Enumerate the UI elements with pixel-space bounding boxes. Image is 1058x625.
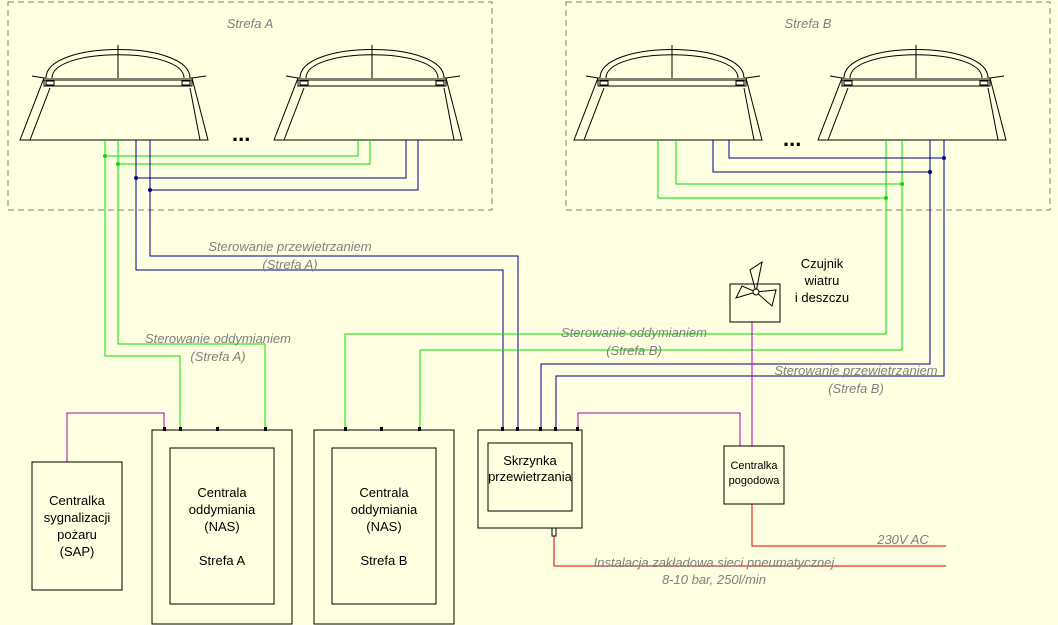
nas-b-line-3: (NAS) xyxy=(366,519,401,534)
weather-line-1: Centralka xyxy=(730,460,778,472)
zone-b-label: Strefa B xyxy=(785,16,832,31)
weather-line-2: pogodowa xyxy=(729,475,781,487)
nas-b-panel: Centrala oddymiania (NAS) Strefa B xyxy=(313,427,455,625)
zone-a-vent-wiring xyxy=(135,140,519,430)
zone-b-border xyxy=(565,1,1051,211)
smoke-hatch-b1 xyxy=(573,44,763,141)
smoke-a-label-1: Sterowanie oddymianiem xyxy=(145,331,291,346)
signal-wiring xyxy=(66,322,753,462)
ellipsis-b: ... xyxy=(783,126,801,151)
sensor-label-3: i deszczu xyxy=(795,290,849,305)
nas-b-line-5: Strefa B xyxy=(361,553,408,568)
smoke-hatch-a1 xyxy=(19,44,209,141)
sensor-label-1: Czujnik xyxy=(801,256,844,271)
weather-panel: Centralka pogodowa xyxy=(723,445,785,505)
zone-a-border xyxy=(7,1,493,211)
sap-line-4: (SAP) xyxy=(60,544,95,559)
nas-a-line-5: Strefa A xyxy=(199,553,246,568)
sap-panel: Centralka sygnalizacji pożaru (SAP) xyxy=(31,461,123,591)
box-line-2: przewietrzania xyxy=(488,469,573,484)
wind-rain-sensor xyxy=(729,260,781,323)
nas-a-line-3: (NAS) xyxy=(204,519,239,534)
nas-a-line-1: Centrala xyxy=(197,485,247,500)
smoke-b-label-1: Sterowanie oddymianiem xyxy=(561,325,707,340)
sap-line-3: pożaru xyxy=(57,527,97,542)
nas-b-line-1: Centrala xyxy=(359,485,409,500)
vent-a-label-1: Sterowanie przewietrzaniem xyxy=(208,239,371,254)
vent-b-label-1: Sterowanie przewietrzaniem xyxy=(774,363,937,378)
ellipsis-a: ... xyxy=(232,121,250,146)
power-label: 230V AC xyxy=(876,532,929,547)
sensor-label-2: wiatru xyxy=(804,273,840,288)
air-label-1: Instalacja zakładowa sieci pneumatycznej xyxy=(594,555,836,570)
sap-line-2: sygnalizacji xyxy=(44,510,111,525)
nas-a-panel: Centrala oddymiania (NAS) Strefa A xyxy=(151,427,293,625)
smoke-b-label-2: (Strefa B) xyxy=(606,343,662,358)
sap-line-1: Centralka xyxy=(49,493,105,508)
air-label-2: 8-10 bar, 250l/min xyxy=(662,572,766,587)
zone-a-smoke-wiring xyxy=(104,140,371,430)
vent-b-label-2: (Strefa B) xyxy=(828,381,884,396)
zone-a-label: Strefa A xyxy=(227,16,273,31)
power-wiring xyxy=(553,504,946,567)
junction-dots xyxy=(103,154,946,200)
smoke-hatch-a2 xyxy=(273,44,463,141)
zone-b-vent-wiring xyxy=(540,140,945,430)
nas-a-line-2: oddymiania xyxy=(189,502,256,517)
box-line-1: Skrzynka xyxy=(503,453,557,468)
smoke-hatch-b2 xyxy=(817,44,1007,141)
ventilation-box: Skrzynka przewietrzania xyxy=(477,427,583,537)
vent-a-label-2: (Strefa A) xyxy=(262,257,317,272)
smoke-a-label-2: (Strefa A) xyxy=(190,349,245,364)
zone-b-smoke-wiring xyxy=(344,140,903,430)
nas-b-line-2: oddymiania xyxy=(351,502,418,517)
